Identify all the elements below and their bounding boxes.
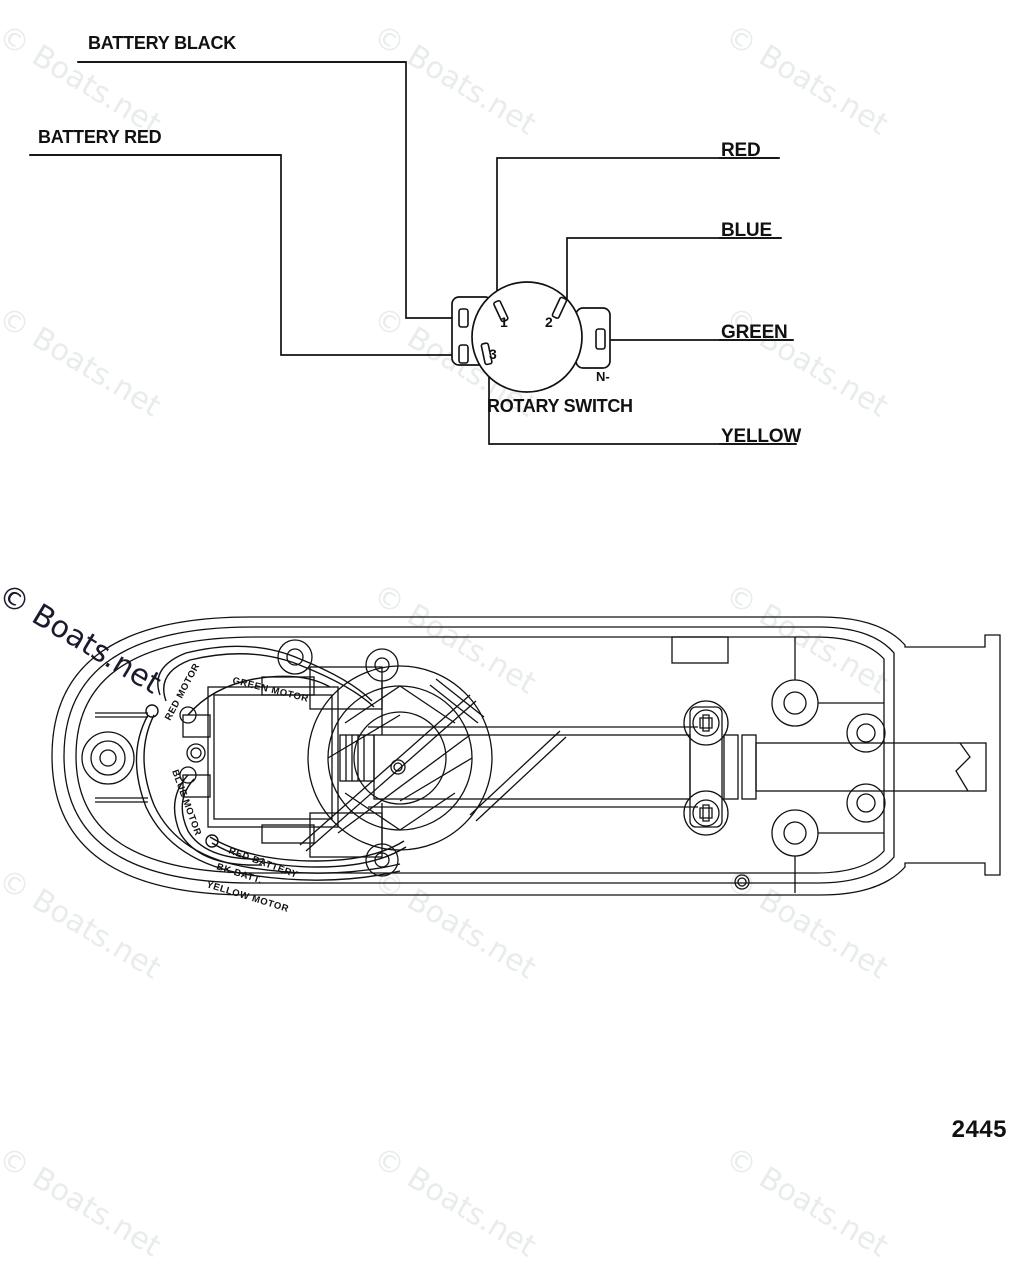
nose-boss-inner xyxy=(99,749,117,767)
switch-terminal-3: 3 xyxy=(489,346,497,362)
housing-outline-inner xyxy=(63,626,895,884)
page-number: 2445 xyxy=(951,1116,1007,1143)
switch-blade-1 xyxy=(493,299,509,323)
label-yellow: YELLOW xyxy=(721,426,802,447)
boss-mid-inner xyxy=(190,747,202,759)
label-rotary-switch: ROTARY SWITCH xyxy=(487,396,633,416)
diagram-sheet: © Boats.net© Boats.net© Boats.net© Boats… xyxy=(0,18,1007,1264)
switch-blade-2 xyxy=(551,296,568,319)
motor-terminal-bottom xyxy=(261,824,315,844)
switch-slot-left-lower xyxy=(458,344,469,364)
screw-head-top xyxy=(692,709,720,737)
label-red: RED xyxy=(721,140,761,161)
label-battery-red: BATTERY RED xyxy=(38,127,162,147)
label-battery-black: BATTERY BLACK xyxy=(88,33,237,53)
deck-bosses xyxy=(277,639,886,890)
boss-mid-outer xyxy=(186,743,206,763)
deck-label-plate xyxy=(671,636,729,664)
fan-circle-inner xyxy=(353,711,447,805)
label-blue: BLUE xyxy=(721,220,772,241)
motor-lug-upper xyxy=(182,714,211,738)
housing-outline-inner2 xyxy=(75,636,885,874)
wire-battery-red xyxy=(29,154,453,356)
switch-terminal-2: 2 xyxy=(545,314,553,330)
fan-circle-outer xyxy=(307,665,493,851)
wire-red xyxy=(496,157,780,306)
motor-block-inner xyxy=(213,694,333,820)
phillips-cross-bottom xyxy=(699,804,713,822)
nose-boss-outer xyxy=(81,731,135,785)
screw-head-bottom xyxy=(692,799,720,827)
wire-harness xyxy=(135,645,407,881)
mount-washer-top xyxy=(683,700,729,746)
housing-outline-outer xyxy=(51,616,1001,896)
switch-blade-3 xyxy=(480,342,493,366)
wire-eyelet-lower xyxy=(179,766,197,784)
nose-boss-mid xyxy=(90,740,126,776)
break-symbol xyxy=(955,742,971,792)
wire-battery-black xyxy=(77,61,453,319)
wire-eyelet-upper xyxy=(179,706,197,724)
outlet-tube xyxy=(755,742,987,792)
commutator-bars xyxy=(345,735,365,781)
deck-boss-ribs xyxy=(381,637,884,893)
label-green: GREEN xyxy=(721,322,788,343)
internal-struts xyxy=(299,678,567,852)
fan-circle-mid xyxy=(327,685,473,831)
bracket-plate-b xyxy=(741,734,757,800)
motor-block xyxy=(207,686,339,828)
wire-blue xyxy=(566,237,782,301)
drive-shaft-tube xyxy=(373,734,691,800)
phillips-cross-top xyxy=(699,714,713,732)
watermark: © Boats.net xyxy=(366,1140,542,1264)
tag-green-motor: GREEN MOTOR xyxy=(231,675,310,705)
fan-spokes xyxy=(327,685,473,831)
shaft-pin-outer xyxy=(390,759,406,775)
switch-slot-common xyxy=(595,328,606,350)
mount-bracket xyxy=(689,706,723,828)
switch-slot-left-upper xyxy=(458,308,469,328)
bracket-plate-a xyxy=(723,734,739,800)
watermark: © Boats.net xyxy=(718,1140,894,1264)
wiring-schematic: 1 2 3 N- xyxy=(29,61,797,445)
switch-terminal-1: 1 xyxy=(500,314,508,330)
wire-yellow xyxy=(488,349,797,445)
mount-washer-bottom xyxy=(683,790,729,836)
switch-common-label: N- xyxy=(596,369,610,384)
motor-assembly-drawing: GREEN MOTOR RED MOTOR BLUE MOTOR RED BAT… xyxy=(51,616,1001,915)
watermark: © Boats.net xyxy=(0,1140,167,1264)
tag-yellow-motor: YELLOW MOTOR xyxy=(205,879,290,915)
